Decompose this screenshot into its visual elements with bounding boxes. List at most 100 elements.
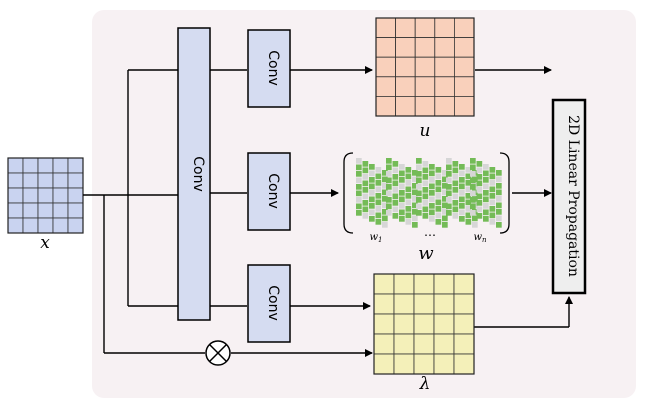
w-weight-cell (356, 164, 362, 171)
big-conv-label: Conv (190, 156, 206, 192)
w-weight-cell (489, 186, 496, 193)
w-weight-cell (489, 180, 496, 186)
w-weight-stack (356, 158, 502, 228)
w-weight-cell (459, 203, 465, 209)
w-weight-cell (392, 200, 399, 206)
w-weight-cell (435, 180, 442, 186)
w-weight-cell (369, 177, 375, 183)
w-weight-cell (375, 180, 382, 186)
w-weight-cell (382, 209, 388, 215)
w-weight-cell (470, 184, 476, 190)
w-weight-cell (362, 200, 369, 206)
w-weight-cell (476, 213, 483, 219)
w-weight-cell (483, 170, 489, 177)
w-weight-cell (405, 199, 412, 206)
w-weight-cell (416, 171, 422, 177)
input-x-cell (22, 202, 39, 219)
w-weight-cell (452, 161, 459, 167)
w-weight-cell (459, 164, 465, 170)
w-weight-cell (452, 213, 459, 219)
input-x-cell (7, 202, 24, 219)
w-weight-cell (446, 158, 452, 164)
conv-top-block (247, 29, 291, 108)
u-cell (395, 37, 416, 58)
w-weight-cell (375, 186, 382, 193)
w-weight-cell (382, 183, 388, 189)
w-weight-cell (465, 219, 472, 225)
w-weight-cell (386, 184, 392, 190)
conv-mid-label: Conv (265, 173, 281, 209)
input-x-cell (67, 187, 84, 204)
w-weight-cell (452, 174, 459, 180)
input-x-cell (37, 202, 54, 219)
lambda-cell (433, 273, 455, 295)
w-weight-cell (362, 206, 369, 213)
w-weight-cell (392, 174, 399, 180)
w-weight-cell (412, 202, 418, 209)
w-weight-cell (459, 216, 465, 222)
w-weight-cell (476, 180, 483, 187)
w-weight-cell (442, 209, 448, 215)
w-weight-cell (356, 177, 362, 184)
u-cell (453, 76, 475, 97)
w-weight-cell (496, 189, 502, 196)
w-weight-cell (446, 197, 452, 203)
input-x-cell (7, 217, 24, 234)
lambda-cell (413, 353, 435, 375)
w-weight-cell (442, 215, 448, 222)
w-weight-cell (472, 215, 478, 222)
w-weight-cell (422, 161, 429, 167)
u-cell (375, 76, 397, 97)
w-weight-cell (442, 196, 448, 202)
u-cell (414, 76, 436, 97)
w-weight-cell (416, 197, 422, 203)
w-weight-cell (412, 222, 418, 228)
w-weight-cell (435, 219, 442, 225)
conv-bot-label: Conv (265, 285, 281, 321)
w-weight-cell (496, 202, 502, 209)
w-weight-cell (422, 213, 429, 219)
w-weight-cell (446, 164, 452, 171)
w-weight-cell (386, 177, 392, 184)
w-weight-cell (476, 193, 483, 200)
w-bracket (343, 152, 510, 234)
w-weight-cell (375, 193, 382, 199)
w-weight-cell (386, 210, 392, 216)
w-dots: … (424, 225, 436, 239)
w-weight-cell (382, 215, 388, 222)
input-x-cell (7, 172, 24, 189)
w-weight-cell (399, 203, 405, 209)
input-x-cell (52, 172, 69, 189)
w-weight-cell (476, 174, 483, 180)
w-weight-cell (382, 202, 388, 209)
w-weight-cell (496, 215, 502, 222)
w-weight-cell (386, 197, 392, 203)
u-cell (434, 56, 455, 78)
w-weight-cell (496, 209, 502, 215)
w-weight-cell (442, 183, 448, 189)
u-border (375, 17, 475, 117)
w-weight-cell (382, 222, 388, 228)
w-weight-cell (435, 212, 442, 219)
w-weight-cell (422, 193, 429, 200)
w-weight-cell (392, 193, 399, 200)
input-x-cell (52, 217, 69, 234)
w-weight-cell (489, 199, 496, 206)
w-weight-cell (416, 177, 422, 184)
w-weight-cell (399, 183, 405, 190)
w-weight-cell (483, 183, 489, 190)
w-weight-cell (483, 209, 489, 216)
u-cell (453, 37, 475, 58)
w-weight-cell (405, 167, 412, 173)
w-weight-cell (356, 184, 362, 190)
w-weight-cell (429, 216, 435, 222)
w-weight-cell (470, 190, 476, 197)
w-weight-cell (496, 176, 502, 183)
w-weight-cell (465, 180, 472, 186)
lambda-cell (453, 313, 475, 335)
u-cell (453, 96, 475, 117)
w-weight-cell (392, 161, 399, 167)
w-weight-cell (386, 164, 392, 171)
w-weight-cell (375, 173, 382, 180)
w-weight-cell (470, 158, 476, 164)
